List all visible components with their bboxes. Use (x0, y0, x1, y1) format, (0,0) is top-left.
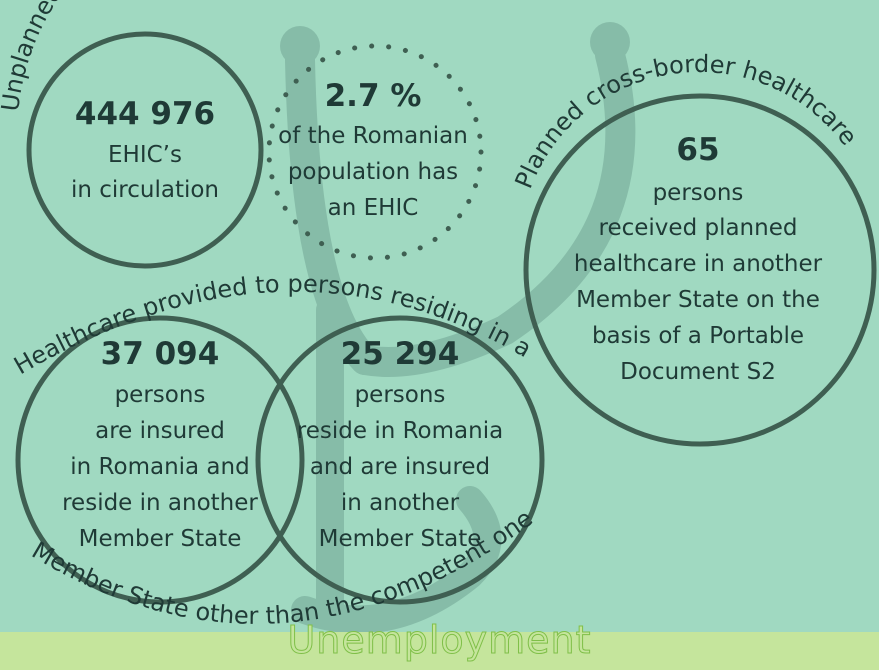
planned-line4: Member State on the (576, 287, 820, 313)
insured-romania-line4: reside in another (62, 490, 258, 516)
planned-line3: healthcare in another (574, 251, 823, 277)
planned-number: 65 (676, 132, 719, 168)
reside-romania-line2: reside in Romania (297, 418, 503, 444)
insured-romania-number: 37 094 (101, 336, 220, 372)
reside-romania-number: 25 294 (341, 336, 460, 372)
footer-title: Unemployment (287, 618, 592, 663)
planned-line1: persons (653, 180, 744, 206)
residing-bottom-curved-label: Member State other than the competent on… (27, 504, 538, 630)
ehic-circle (26, 31, 264, 269)
insured-romania-line3: in Romania and (70, 454, 249, 480)
ehic-line1: EHIC’s (108, 142, 182, 168)
planned-line2: received planned (599, 215, 798, 241)
ehic-stat: 444 976 EHIC’s in circulation (71, 96, 219, 203)
ehic-number: 444 976 (75, 96, 215, 132)
insured-romania-line1: persons (115, 382, 206, 408)
planned-curved-label: Planned cross-border healthcare (509, 50, 862, 192)
population-number: 2.7 % (325, 78, 422, 114)
insured-romania-line2: are insured (95, 418, 225, 444)
footer-band (0, 632, 879, 670)
stethoscope-icon (280, 22, 636, 634)
reside-romania-stat: 25 294 persons reside in Romania and are… (297, 336, 503, 552)
insured-romania-line5: Member State (79, 526, 242, 552)
population-line1: of the Romanian (278, 123, 468, 149)
population-line2: population has (288, 159, 458, 185)
planned-circle (523, 93, 877, 447)
reside-romania-line1: persons (355, 382, 446, 408)
reside-romania-line5: Member State (319, 526, 482, 552)
population-line3: an EHIC (328, 195, 419, 221)
insured-romania-circle (15, 315, 305, 605)
reside-romania-circle (255, 315, 545, 605)
planned-stat: 65 persons received planned healthcare i… (574, 132, 823, 385)
reside-romania-line3: and are insured (310, 454, 490, 480)
planned-line6: Document S2 (620, 359, 776, 385)
population-stat: 2.7 % of the Romanian population has an … (278, 78, 468, 221)
reside-romania-line4: in another (341, 490, 460, 516)
ehic-line2: in circulation (71, 177, 219, 203)
planned-line5: basis of a Portable (592, 323, 804, 349)
insured-romania-stat: 37 094 persons are insured in Romania an… (62, 336, 258, 552)
population-circle (266, 43, 484, 261)
